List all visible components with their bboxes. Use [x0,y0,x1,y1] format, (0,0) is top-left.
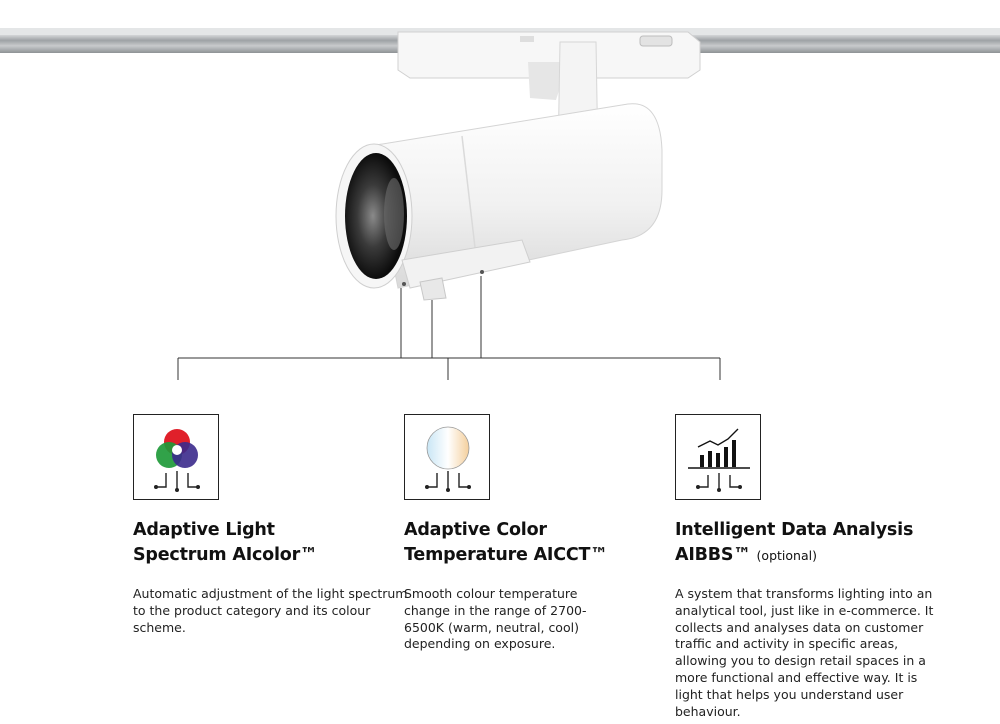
color-temperature-icon [404,414,490,500]
track-spotlight-illustration [0,28,1000,380]
feature-description: A system that transforms lighting into a… [675,586,934,719]
spotlight-body [335,103,663,289]
rgb-spectrum-icon [133,414,219,500]
optional-label: (optional) [756,548,817,563]
feature-title: Adaptive Light Spectrum AIcolor™ [133,520,318,565]
feature-adaptive-light-spectrum: Adaptive Light Spectrum AIcolor™ Automat… [133,414,423,636]
connector-lines [177,276,721,380]
driver-module [401,239,531,301]
feature-title: Intelligent Data Analysis AIBBS™ (option… [675,520,914,565]
feature-description: Automatic adjustment of the light spectr… [133,586,408,635]
feature-intelligent-data-analysis: Intelligent Data Analysis AIBBS™ (option… [675,414,975,720]
feature-adaptive-color-temperature: Adaptive Color Temperature AICCT™ Smooth… [404,414,694,653]
data-analysis-chart-icon [675,414,761,500]
feature-title: Adaptive Color Temperature AICCT™ [404,520,608,565]
feature-description: Smooth colour temperature change in the … [404,586,587,652]
track-adapter [397,31,701,79]
